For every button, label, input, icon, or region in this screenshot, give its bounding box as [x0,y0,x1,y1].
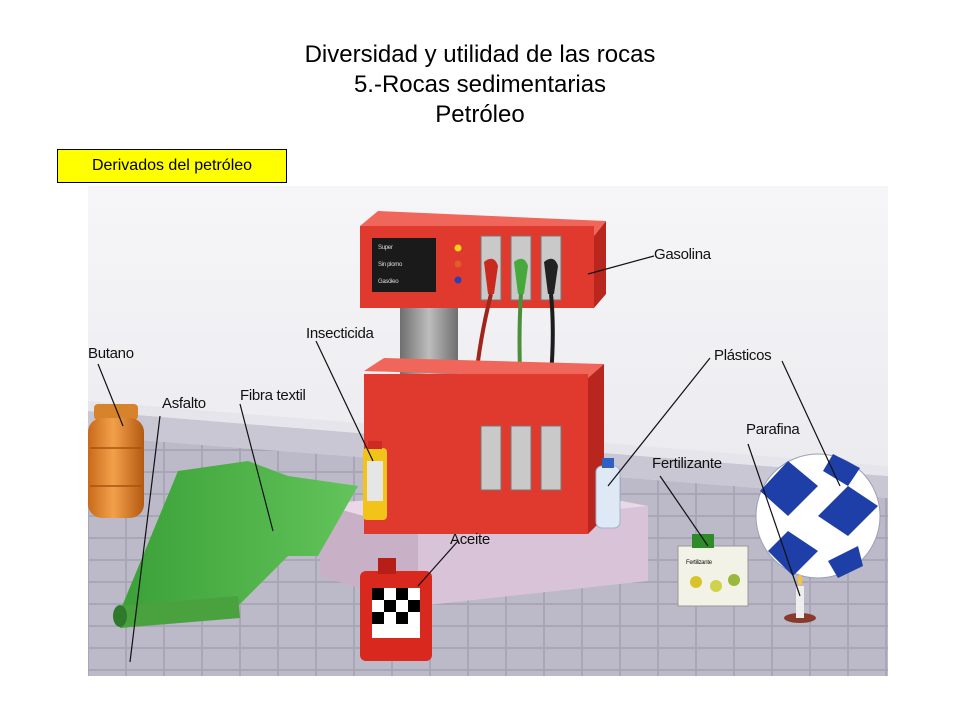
fertilizer-box-text: Fertilizante [686,560,713,566]
lower-holder-3 [540,425,562,491]
label-parafina: Parafina [746,421,800,438]
light-red [454,260,462,268]
lower-holder-1 [480,425,502,491]
insecticide-can [363,441,387,520]
title-line-2: 5.-Rocas sedimentarias [353,71,607,98]
leader-fibra [239,403,274,532]
paraffin-candle [784,574,816,623]
title-line-1: Diversidad y utilidad de las rocas [304,41,656,68]
nozzle-red [484,258,498,294]
pump-row-sinplomo: Sin plomo [378,262,403,268]
leader-plasticos-1 [607,357,711,487]
label-butano: Butano [88,345,134,362]
leader-fertilizante [659,475,709,547]
label-fibra-textil: Fibra textil [240,387,306,404]
asphalt-roll [118,596,240,628]
leader-gasolina [587,255,655,275]
label-plasticos: Plásticos [714,347,771,364]
pump-row-gasoleo: Gasóleo [378,279,399,285]
label-asfalto: Asfalto [162,395,206,412]
pump-row-super: Super [378,245,393,251]
pump-body-top [364,358,604,378]
butane-tank [88,404,144,518]
plastic-bottle [595,458,621,529]
label-gasolina: Gasolina [654,246,712,263]
label-insecticida: Insecticida [306,325,375,342]
leader-asfalto [129,415,161,663]
beach-ball [755,453,881,579]
pump-head-side [594,221,606,308]
lower-holder-2 [510,425,532,491]
derivatives-tag: Derivados del petróleo [57,149,287,183]
roll-end [113,605,127,627]
leader-butano [97,363,124,427]
light-blue [454,276,462,284]
petroleum-derivatives-illustration: Super Sin plomo Gasóleo [88,186,888,676]
slide-title: Diversidad y utilidad de las rocas 5.-Ro… [0,40,960,130]
fertilizer-box: Fertilizante [677,534,749,607]
nozzle-green [514,258,528,294]
title-line-3: Petróleo [435,101,525,128]
pump-display [372,238,436,292]
label-aceite: Aceite [450,531,490,548]
label-fertilizante: Fertilizante [652,455,722,472]
oil-can [360,558,432,661]
light-yellow [454,244,462,252]
leader-plasticos-2 [781,360,841,487]
leader-aceite [417,540,459,587]
leader-parafina [747,443,801,597]
nozzle-black [544,258,558,294]
green-fabric [118,461,358,616]
leader-insecticida [315,340,374,462]
